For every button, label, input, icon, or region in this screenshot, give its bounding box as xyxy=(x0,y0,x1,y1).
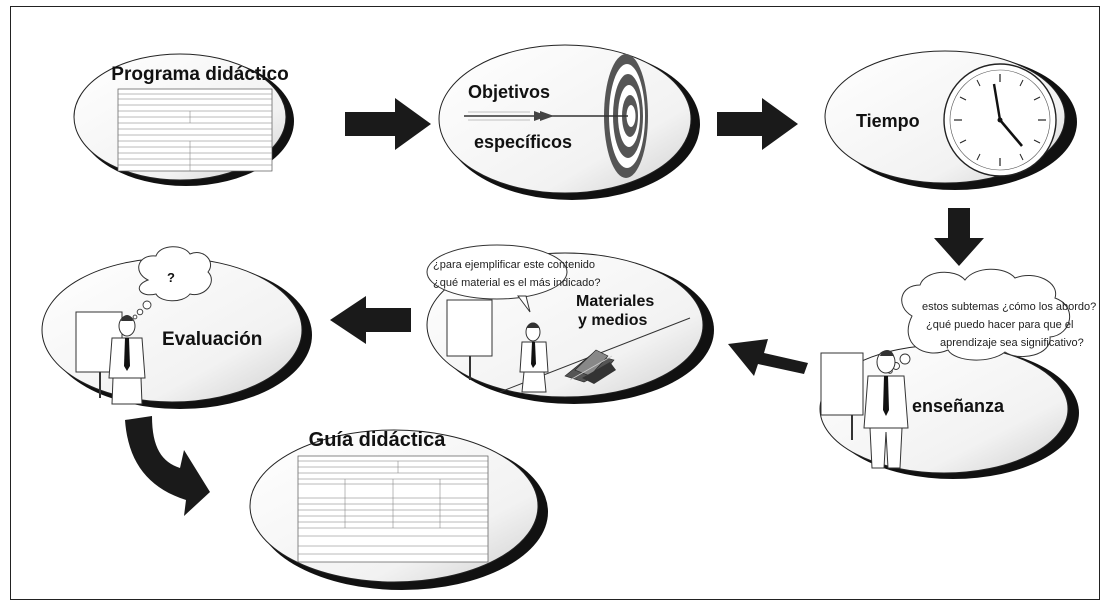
objetivos-title-line1: Objetivos xyxy=(468,82,550,102)
arrow-objetivos-to-tiempo xyxy=(717,98,798,150)
evaluacion-title: Evaluación xyxy=(162,329,262,350)
arrow-tiempo-to-ensenanza xyxy=(934,208,984,266)
node-ensenanza: estos subtemas ¿cómo los abordo? ¿qué pu… xyxy=(819,268,1096,479)
programa-title: Programa didáctico xyxy=(111,64,288,85)
arrow-programa-to-objetivos xyxy=(345,98,431,150)
node-programa-didactico: Programa didáctico xyxy=(73,53,294,186)
ensenanza-thought-line1: estos subtemas ¿cómo los abordo? xyxy=(922,301,1096,313)
teacher-figure-icon xyxy=(519,322,549,393)
tiempo-title: Tiempo xyxy=(856,111,920,131)
easel-board-icon xyxy=(820,352,864,440)
ensenanza-thought-line2: ¿qué puedo hacer para que el xyxy=(926,319,1073,331)
materiales-title-line2: y medios xyxy=(578,312,647,329)
node-guia-didactica: Guía didáctica xyxy=(249,429,548,590)
materiales-speech-line2: ¿qué material es el más indicado? xyxy=(433,277,601,289)
node-materiales-y-medios: ¿para ejemplificar este contenido ¿qué m… xyxy=(426,244,714,404)
objetivos-title-line2: específicos xyxy=(474,132,572,152)
guia-title: Guía didáctica xyxy=(309,429,447,451)
node-tiempo: Tiempo xyxy=(824,50,1077,190)
ensenanza-thought-line3: aprendizaje sea significativo? xyxy=(940,337,1084,349)
teacher-figure-icon xyxy=(108,315,146,405)
arrow-materiales-to-evaluacion xyxy=(330,296,411,344)
guia-form-icon xyxy=(297,455,489,563)
arrow-dart-icon xyxy=(464,111,628,121)
materials-pile-icon xyxy=(564,349,616,384)
materiales-speech-line1: ¿para ejemplificar este contenido xyxy=(433,259,595,271)
evaluacion-thought-cloud xyxy=(132,246,212,320)
ensenanza-title: enseñanza xyxy=(912,396,1005,416)
arrow-evaluacion-to-guia xyxy=(125,416,210,516)
easel-board-icon xyxy=(446,299,493,380)
evaluacion-thought: ? xyxy=(167,270,175,285)
clock-icon xyxy=(943,63,1057,177)
teacher-figure-icon xyxy=(863,350,909,469)
figure-frame xyxy=(10,6,1100,600)
materiales-speech-bubble xyxy=(426,244,568,313)
materiales-title-line1: Materiales xyxy=(576,293,654,310)
node-objetivos-especificos: Objetivos específicos xyxy=(438,44,700,200)
arrow-ensenanza-to-materiales xyxy=(728,339,808,376)
programa-form-icon xyxy=(117,88,273,172)
node-evaluacion: ? Evaluación xyxy=(41,246,312,409)
